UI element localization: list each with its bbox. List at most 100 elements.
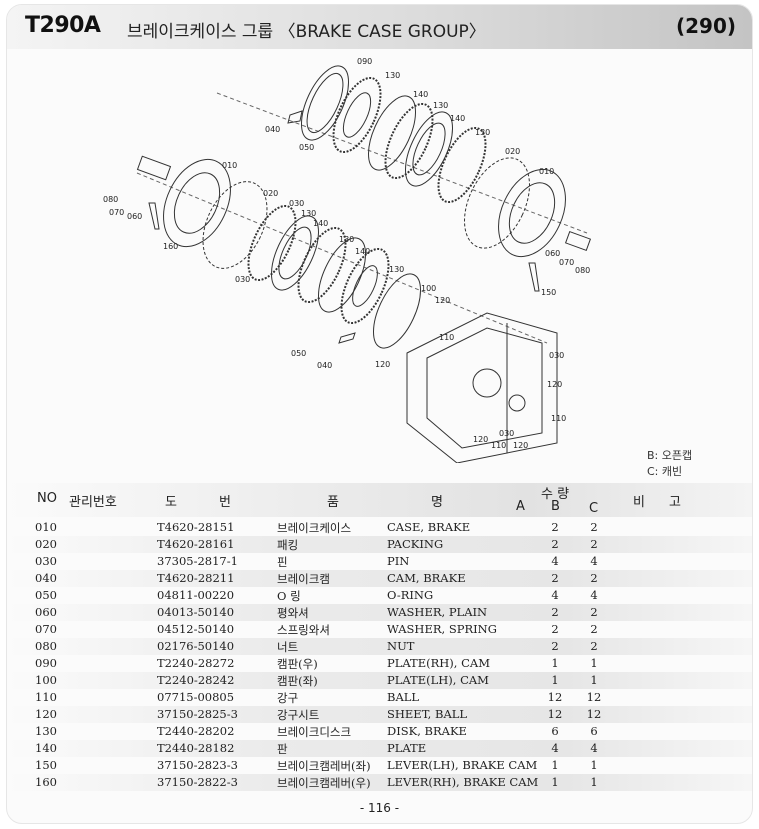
english-name: DISK, BRAKE xyxy=(387,724,467,738)
label-130: 130 xyxy=(475,128,490,137)
ref-no: 120 xyxy=(35,707,57,721)
english-name: BALL xyxy=(387,690,420,704)
english-name: PACKING xyxy=(387,537,444,551)
ref-no: 100 xyxy=(35,673,57,687)
legend-c: C: 캐빈 xyxy=(647,465,683,478)
english-name: CAM, BRAKE xyxy=(387,571,466,585)
qty-c: 4 xyxy=(590,588,598,602)
ref-no: 110 xyxy=(35,690,57,704)
ref-no: 080 xyxy=(35,639,57,653)
label-120: 120 xyxy=(473,435,488,444)
part-number: 07715-00805 xyxy=(157,690,235,704)
label-130: 130 xyxy=(389,265,404,274)
qty-b: 12 xyxy=(547,690,563,704)
part-number: T2240-28242 xyxy=(157,673,235,687)
label-060: 060 xyxy=(545,249,560,258)
qty-b: 2 xyxy=(551,639,559,653)
qty-b: 1 xyxy=(551,656,559,670)
qty-c: 4 xyxy=(590,554,598,568)
model-code: T290A xyxy=(25,13,101,38)
part-number: 02176-50140 xyxy=(157,639,235,653)
part-number: 37150-2825-3 xyxy=(157,707,238,721)
exploded-parts-diagram: 090 130 140 130 140 130 020 010 040 050 … xyxy=(103,57,592,463)
qty-c: 1 xyxy=(590,673,598,687)
label-030: 030 xyxy=(499,429,514,438)
label-120: 120 xyxy=(513,441,528,450)
qty-b: 2 xyxy=(551,605,559,619)
ref-no: 090 xyxy=(35,656,57,670)
legend-b: B: 오픈캡 xyxy=(647,449,693,462)
label-020: 020 xyxy=(263,189,278,198)
header-mgmt-no: 관리번호 xyxy=(69,495,117,510)
label-110: 110 xyxy=(491,441,506,450)
page-number: - 116 - xyxy=(359,801,400,815)
label-140: 140 xyxy=(413,90,428,99)
part-number: T2440-28182 xyxy=(157,741,235,755)
header-name-pum: 품 xyxy=(327,495,339,510)
korean-name: 강구 xyxy=(277,691,299,705)
qty-c: 2 xyxy=(590,537,598,551)
label-050: 050 xyxy=(291,349,306,358)
part-number: T4620-28151 xyxy=(157,520,235,534)
label-070: 070 xyxy=(559,258,574,267)
ref-no: 070 xyxy=(35,622,57,636)
label-100: 100 xyxy=(421,284,436,293)
part-number: 37150-2822-3 xyxy=(157,775,238,789)
english-name: LEVER(RH), BRAKE CAM xyxy=(387,775,539,789)
qty-c: 1 xyxy=(590,758,598,772)
catalog-page: T290A 브레이크케이스 그룹 〈BRAKE CASE GROUP〉 (290… xyxy=(6,4,753,824)
english-name: PLATE(RH), CAM xyxy=(387,656,490,670)
qty-c: 1 xyxy=(590,775,598,789)
qty-c: 12 xyxy=(586,690,602,704)
label-060: 060 xyxy=(127,212,142,221)
english-name: WASHER, SPRING xyxy=(387,622,497,636)
english-name: O-RING xyxy=(387,588,434,602)
qty-c: 2 xyxy=(590,639,598,653)
korean-name: O 링 xyxy=(277,589,301,603)
label-110: 110 xyxy=(439,333,454,342)
ref-no: 140 xyxy=(35,741,57,755)
qty-c: 6 xyxy=(590,724,598,738)
qty-b: 1 xyxy=(551,775,559,789)
page-code: (290) xyxy=(675,14,736,38)
part-number: 04013-50140 xyxy=(157,605,235,619)
korean-name: 패킹 xyxy=(277,538,299,552)
qty-c: 2 xyxy=(590,605,598,619)
label-120: 120 xyxy=(375,360,390,369)
ref-no: 130 xyxy=(35,724,57,738)
header-qty-b: B xyxy=(551,499,560,514)
qty-b: 1 xyxy=(551,758,559,772)
group-title: 브레이크케이스 그룹 〈BRAKE CASE GROUP〉 xyxy=(127,22,486,42)
header-qty-a: A xyxy=(516,499,525,514)
qty-b: 2 xyxy=(551,520,559,534)
english-name: SHEET, BALL xyxy=(387,707,468,721)
label-120: 120 xyxy=(435,296,450,305)
ref-no: 160 xyxy=(35,775,57,789)
label-040: 040 xyxy=(265,125,280,134)
korean-name: 캠판(좌) xyxy=(277,674,318,688)
header-remark-bi: 비 xyxy=(633,495,645,510)
qty-b: 1 xyxy=(551,673,559,687)
ref-no: 030 xyxy=(35,554,57,568)
ref-no: 060 xyxy=(35,605,57,619)
label-130: 130 xyxy=(301,209,316,218)
korean-name: 스프링와셔 xyxy=(277,623,330,637)
english-name: WASHER, PLAIN xyxy=(387,605,488,619)
part-number: T4620-28211 xyxy=(157,571,235,585)
part-number: 04811-00220 xyxy=(157,588,235,602)
qty-b: 4 xyxy=(551,741,559,755)
english-name: PIN xyxy=(387,554,410,568)
header-remark-go: 고 xyxy=(669,495,681,510)
label-010: 010 xyxy=(222,161,237,170)
qty-c: 2 xyxy=(590,571,598,585)
label-130: 130 xyxy=(385,71,400,80)
